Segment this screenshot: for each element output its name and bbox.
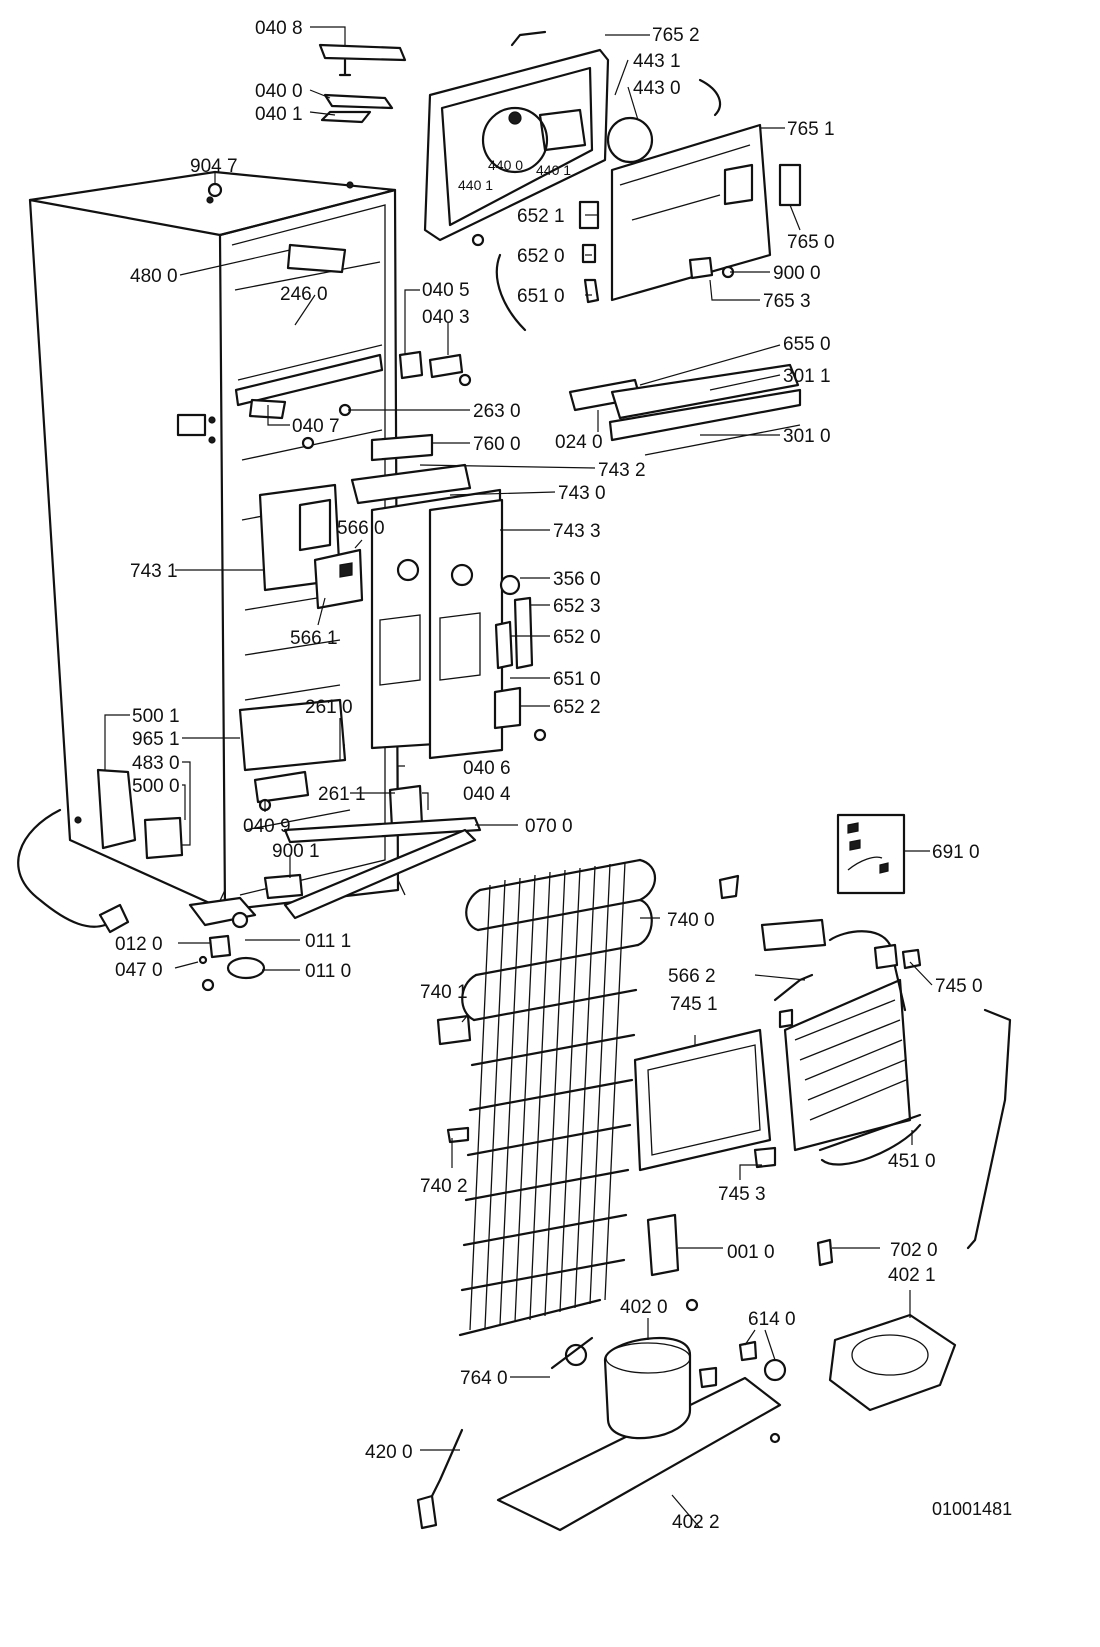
label-246-0: 246 0	[280, 284, 328, 305]
control-panel	[258, 433, 547, 760]
label-402-1: 402 1	[888, 1265, 936, 1286]
label-040-0: 040 0	[255, 81, 303, 102]
label-740-0: 740 0	[667, 910, 715, 931]
label-483-0: 483 0	[132, 753, 180, 774]
light-cover-rail	[568, 363, 802, 456]
label-702-0: 702 0	[890, 1240, 938, 1261]
label-760-0: 760 0	[473, 434, 521, 455]
thermostat-sensor	[416, 1428, 464, 1530]
lower-cabinet-parts	[96, 698, 482, 920]
label-745-1: 745 1	[670, 994, 718, 1015]
inner-parts	[176, 243, 472, 450]
document-id: 01001481	[932, 1499, 1012, 1519]
label-566-2: 566 2	[668, 966, 716, 987]
label-261-0: 261 0	[305, 697, 353, 718]
label-743-3: 743 3	[553, 521, 601, 542]
label-743-0: 743 0	[558, 483, 606, 504]
label-740-2: 740 2	[420, 1176, 468, 1197]
compressor	[496, 1336, 782, 1532]
label-745-3: 745 3	[718, 1184, 766, 1205]
bottom-hinge	[188, 896, 266, 992]
label-440-0: 440 0	[488, 157, 523, 173]
drip-tray	[828, 1313, 957, 1412]
label-655-0: 655 0	[783, 334, 831, 355]
leader-lines	[104, 26, 933, 1529]
label-500-1: 500 1	[132, 706, 180, 727]
label-904-7: 904 7	[190, 156, 238, 177]
label-900-1: 900 1	[272, 841, 320, 862]
part-labels: 040 8 040 0 040 1 904 7 480 0 246 0 040 …	[115, 18, 1012, 1533]
label-040-8: 040 8	[255, 18, 303, 39]
label-040-6: 040 6	[463, 758, 511, 779]
label-743-1: 743 1	[130, 561, 178, 582]
label-500-0: 500 0	[132, 776, 180, 797]
label-651-0-top: 651 0	[517, 286, 565, 307]
label-765-3: 765 3	[763, 291, 811, 312]
label-356-0: 356 0	[553, 569, 601, 590]
label-765-0: 765 0	[787, 232, 835, 253]
label-566-0: 566 0	[337, 518, 385, 539]
fan-housing	[423, 30, 722, 242]
label-301-0: 301 0	[783, 426, 831, 447]
label-420-0: 420 0	[365, 1442, 413, 1463]
label-765-2: 765 2	[652, 25, 700, 46]
label-011-0: 011 0	[305, 961, 351, 982]
label-440-1-left: 440 1	[458, 177, 493, 193]
label-443-0: 443 0	[633, 78, 681, 99]
label-745-0: 745 0	[935, 976, 983, 997]
label-040-3: 040 3	[422, 307, 470, 328]
label-652-3: 652 3	[553, 596, 601, 617]
label-263-0: 263 0	[473, 401, 521, 422]
label-440-1-right: 440 1	[536, 162, 571, 178]
label-740-1: 740 1	[420, 982, 468, 1003]
label-480-0: 480 0	[130, 266, 178, 287]
label-652-0-mid: 652 0	[553, 627, 601, 648]
label-691-0: 691 0	[932, 842, 980, 863]
label-011-1: 011 1	[305, 931, 351, 952]
label-040-9: 040 9	[243, 816, 291, 837]
label-652-1-top: 652 1	[517, 206, 565, 227]
label-402-2: 402 2	[672, 1512, 720, 1533]
label-040-1: 040 1	[255, 104, 303, 125]
label-040-7: 040 7	[292, 416, 340, 437]
label-900-0: 900 0	[773, 263, 821, 284]
label-012-0: 012 0	[115, 934, 163, 955]
label-965-1: 965 1	[132, 729, 180, 750]
evaporator-cover	[610, 123, 802, 302]
label-743-2: 743 2	[598, 460, 646, 481]
label-301-1: 301 1	[783, 366, 831, 387]
label-652-0-top: 652 0	[517, 246, 565, 267]
capillary-pipe	[966, 1008, 1012, 1250]
label-765-1: 765 1	[787, 119, 835, 140]
relay-parts	[646, 1213, 834, 1382]
label-652-2: 652 2	[553, 697, 601, 718]
label-451-0: 451 0	[888, 1151, 936, 1172]
evaporator	[760, 918, 922, 1166]
label-040-4: 040 4	[463, 784, 511, 805]
label-047-0: 047 0	[115, 960, 163, 981]
label-040-5: 040 5	[422, 280, 470, 301]
label-024-0: 024 0	[555, 432, 603, 453]
condenser	[436, 858, 740, 1337]
label-566-1: 566 1	[290, 628, 338, 649]
label-261-1: 261 1	[318, 784, 366, 805]
label-070-0: 070 0	[525, 816, 573, 837]
label-443-1: 443 1	[633, 51, 681, 72]
accessory-bag	[836, 813, 906, 895]
control-box	[633, 973, 814, 1172]
label-001-0: 001 0	[727, 1242, 775, 1263]
label-614-0: 614 0	[748, 1309, 796, 1330]
label-764-0: 764 0	[460, 1368, 508, 1389]
label-651-0-mid: 651 0	[553, 669, 601, 690]
label-402-0: 402 0	[620, 1297, 668, 1318]
